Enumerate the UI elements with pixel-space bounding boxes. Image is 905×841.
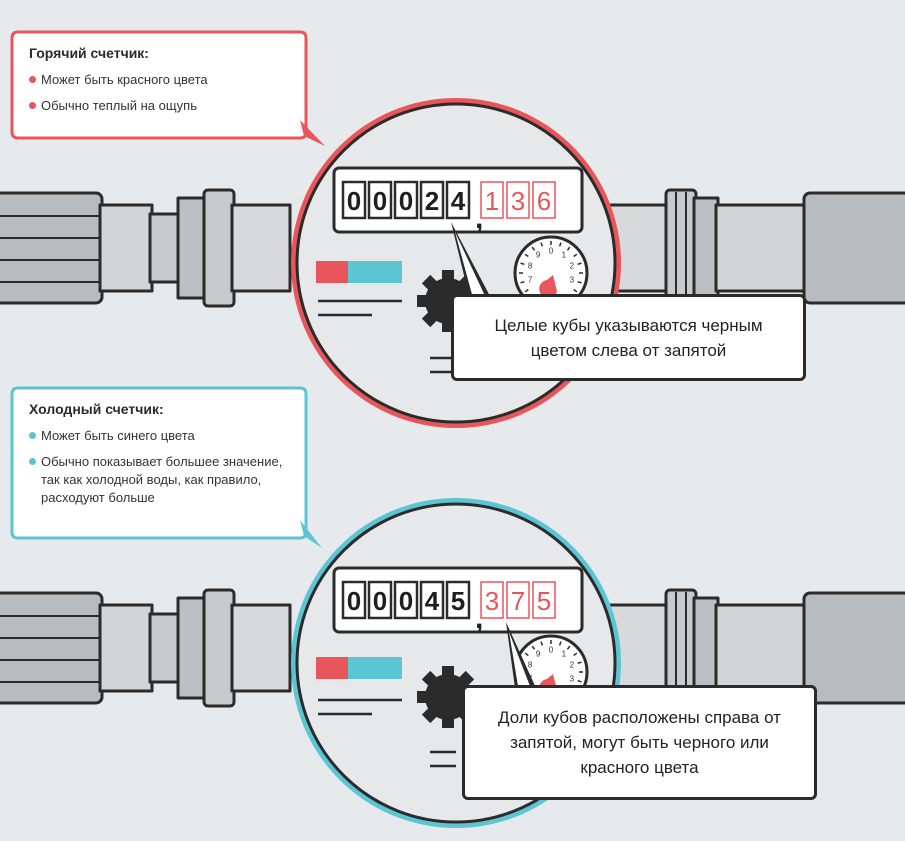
- bullet-icon: [29, 432, 36, 439]
- dial-number: 8: [528, 262, 533, 271]
- dial-tick: [573, 288, 578, 293]
- integer-digit: 0: [373, 586, 387, 616]
- integer-digit: 2: [425, 186, 439, 216]
- cold-decimal-comma: ,: [475, 602, 483, 635]
- hot-info-title: Горячий счетчик:: [29, 45, 149, 61]
- cold-info-box: Холодный счетчик: Может быть синего цвет…: [15, 391, 303, 535]
- dial-number: 1: [562, 251, 567, 260]
- integer-digit: 0: [347, 186, 361, 216]
- cold-label-lines: [318, 698, 456, 768]
- fraction-digit-cell: [506, 181, 530, 219]
- integer-digit: 0: [347, 586, 361, 616]
- integer-digit-cell: [393, 580, 419, 620]
- fraction-digit-cell: [480, 181, 504, 219]
- fraction-digit: 3: [485, 586, 499, 616]
- fraction-digit: 7: [511, 586, 525, 616]
- hot-info-frame: [10, 30, 308, 140]
- cold-info-title: Холодный счетчик:: [29, 401, 164, 417]
- integer-digit: 4: [451, 186, 466, 216]
- integer-digit-cell: [393, 180, 419, 220]
- integer-digit-cell: [419, 180, 445, 220]
- fraction-digit-cell: [480, 581, 504, 619]
- hot-pipe: [0, 188, 905, 308]
- bullet-icon: [29, 102, 36, 109]
- bullet-icon: [29, 76, 36, 83]
- dial-tick: [531, 645, 536, 650]
- hot-color-strip: [316, 261, 402, 283]
- cold-info-frame: [10, 386, 308, 540]
- hot-callout: Целые кубы указываются черным цветом сле…: [451, 294, 806, 381]
- integer-digit: 0: [373, 186, 387, 216]
- dial-tick: [577, 280, 582, 284]
- fraction-digit: 1: [485, 186, 499, 216]
- dial-number: 9: [536, 251, 541, 260]
- integer-digit-cell: [419, 580, 445, 620]
- dial-number: 1: [562, 650, 567, 659]
- dial-tick: [573, 652, 578, 657]
- hot-pointer: [451, 222, 492, 300]
- dial-number: 3: [570, 275, 575, 284]
- integer-digit-cell: [341, 580, 367, 620]
- integer-digit-cell: [367, 180, 393, 220]
- integer-digit: 5: [451, 586, 465, 616]
- integer-digit: 4: [425, 586, 440, 616]
- fraction-digit: 3: [511, 186, 525, 216]
- dial-tick: [524, 288, 529, 293]
- hot-label-lines: [318, 299, 456, 374]
- integer-digit: 0: [399, 186, 413, 216]
- dial-number: 2: [570, 661, 575, 670]
- integer-digit-cell: [445, 180, 471, 220]
- dial-tick: [566, 645, 571, 650]
- dial-tick: [524, 253, 529, 258]
- cold-callout: Доли кубов расположены справа от запятой…: [462, 685, 817, 800]
- dial-number: 3: [570, 674, 575, 683]
- dial-number: 2: [570, 262, 575, 271]
- cold-info-item: Может быть синего цвета: [29, 427, 289, 445]
- cold-pointer: [506, 622, 536, 688]
- dial-tick: [577, 679, 582, 683]
- hot-decimal-comma: ,: [475, 202, 483, 235]
- dial-tick: [540, 641, 544, 646]
- dial-tick: [566, 246, 571, 251]
- dial-tick: [573, 253, 578, 258]
- fraction-digit-cell: [532, 181, 556, 219]
- dial-tick: [520, 280, 525, 284]
- dial-tick: [531, 246, 536, 251]
- fraction-digit-cell: [506, 581, 530, 619]
- fraction-digit-cell: [532, 581, 556, 619]
- dial-tick: [577, 262, 582, 266]
- dial-tick: [558, 242, 562, 247]
- dial-tick: [577, 661, 582, 665]
- dial-number: 7: [528, 275, 533, 284]
- cold-info-item: Обычно показывает большее значение, так …: [29, 453, 289, 507]
- dial-tick: [524, 652, 529, 657]
- dial-tick: [558, 641, 562, 646]
- hot-info-item: Обычно теплый на ощупь: [29, 97, 289, 115]
- integer-digit: 0: [399, 586, 413, 616]
- dial-number: 8: [528, 661, 533, 670]
- fraction-digit: 6: [537, 186, 551, 216]
- integer-digit-cell: [445, 580, 471, 620]
- dial-number: 9: [536, 650, 541, 659]
- dial-tick: [520, 262, 525, 266]
- cold-color-strip: [316, 657, 402, 679]
- dial-number: 0: [549, 247, 554, 256]
- hot-info-box: Горячий счетчик: Может быть красного цве…: [15, 35, 303, 135]
- integer-digit-cell: [341, 180, 367, 220]
- dial-tick: [540, 242, 544, 247]
- integer-digit-cell: [367, 580, 393, 620]
- fraction-digit: 5: [537, 586, 551, 616]
- dial-number: 0: [549, 646, 554, 655]
- bullet-icon: [29, 458, 36, 465]
- hot-info-item: Может быть красного цвета: [29, 71, 289, 89]
